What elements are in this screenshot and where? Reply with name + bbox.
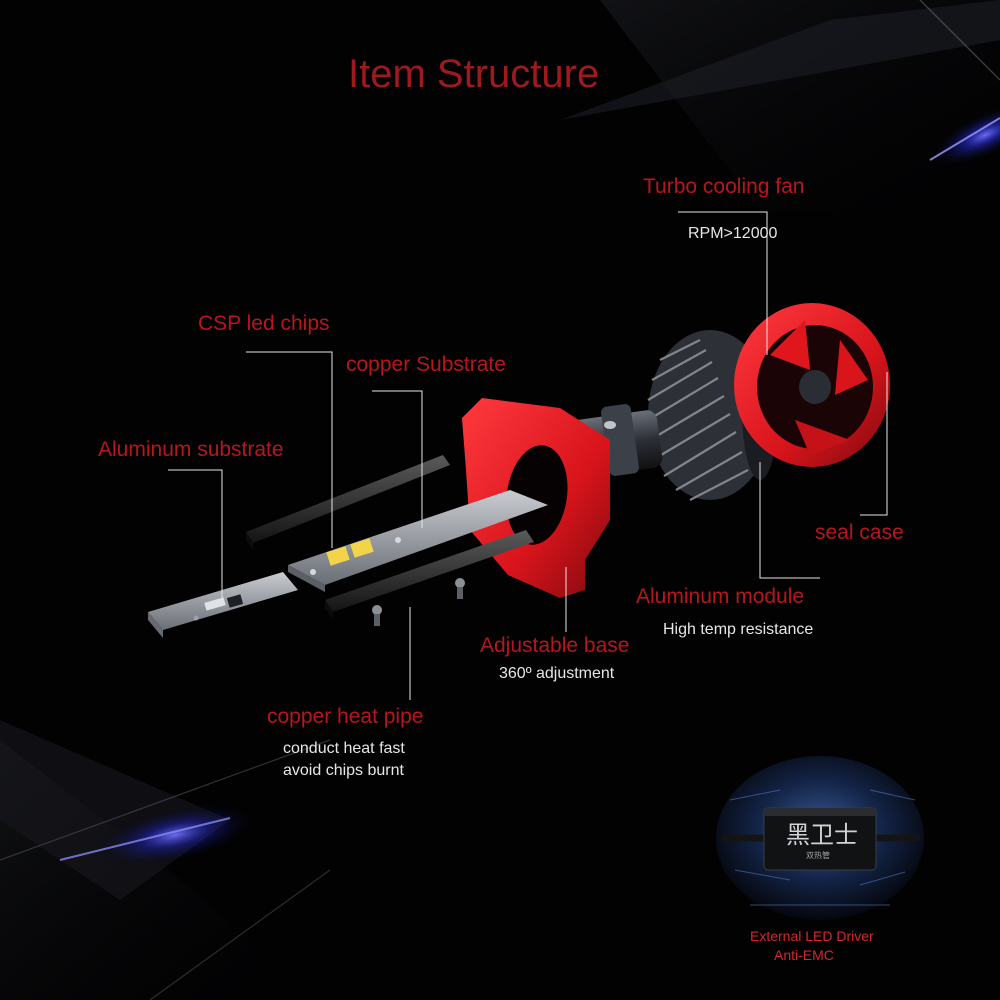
label-copper-heat-pipe: copper heat pipe [267,705,424,728]
label-seal-case: seal case [815,521,904,544]
label-csp-led-chips: CSP led chips [198,312,330,335]
heat-pipe-bottom [325,530,534,619]
driver-caption-1: External LED Driver [750,928,874,944]
label-turbo-cooling-fan: Turbo cooling fan [643,175,805,198]
leader-copper-substrate [372,390,423,528]
label-aluminum-module: Aluminum module [636,585,805,608]
copper-substrate-plate [288,490,548,592]
leader-aluminum-substrate [168,469,223,600]
red-seal-case [734,303,890,467]
label-copper-substrate: copper Substrate [346,353,506,376]
driver-logo-text: 黑卫士 [786,821,858,849]
leader-aluminum-module [759,462,820,579]
leader-csp-chips [246,351,333,548]
page-title: Item Structure [348,52,600,96]
heat-pipe-top [246,455,450,550]
screws [372,578,465,626]
label-aluminum-module-sub: High temp resistance [663,621,814,638]
driver-caption-2: Anti-EMC [774,947,834,963]
leader-seal-case [860,372,888,516]
label-heat-pipe-sub2: avoid chips burnt [283,762,404,779]
label-turbo-fan-rpm: RPM>12000 [688,225,778,242]
label-heat-pipe-sub1: conduct heat fast [283,740,405,757]
label-adjustable-base: Adjustable base [480,634,630,657]
leader-turbo-fan [678,211,768,355]
aluminum-substrate-plate [148,572,298,638]
driver-small-text: 双热管 [806,851,830,860]
label-aluminum-substrate: Aluminum substrate [98,438,284,461]
label-adjustable-base-sub: 360º adjustment [499,665,615,682]
